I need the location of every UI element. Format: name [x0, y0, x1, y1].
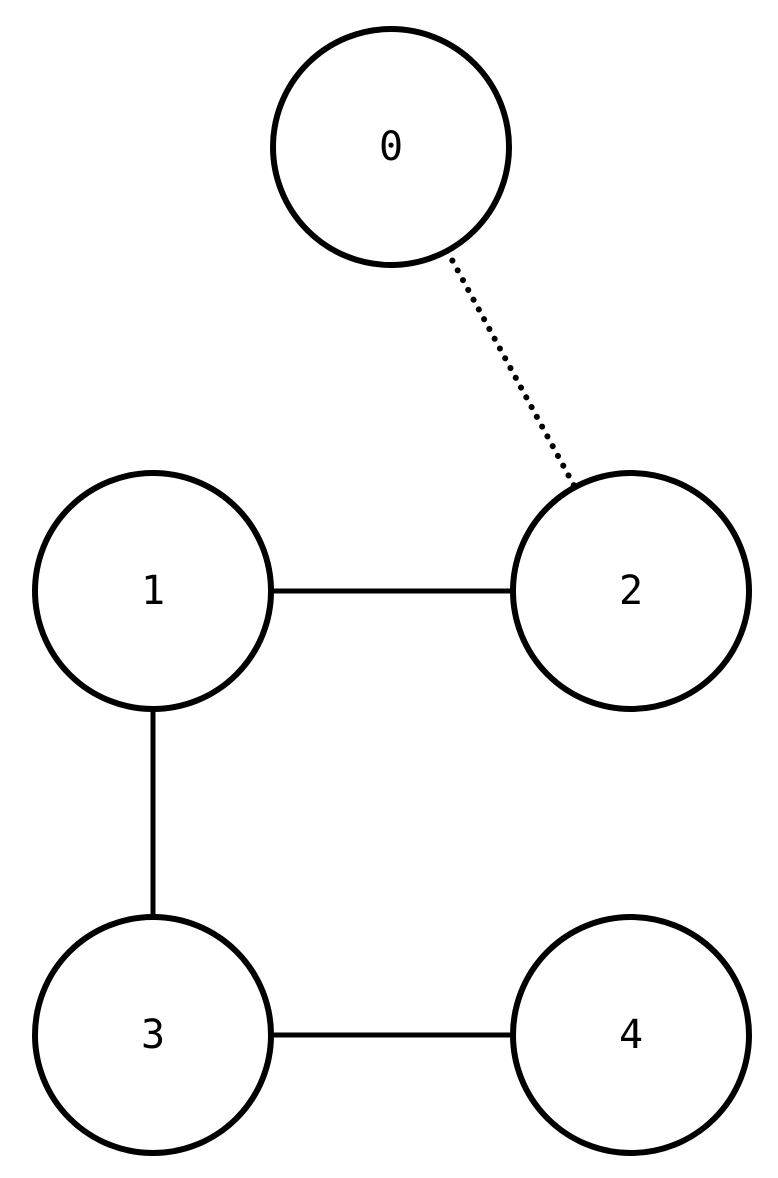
node-circle — [32, 470, 274, 712]
edge-0-2 — [444, 247, 578, 491]
node-label: 0 — [379, 124, 403, 170]
node-3: 3 — [32, 914, 274, 1156]
node-circle — [270, 26, 512, 268]
node-label: 4 — [619, 1012, 643, 1058]
node-2: 2 — [510, 470, 752, 712]
node-circle — [510, 470, 752, 712]
nodes-layer: 0 1 2 3 4 — [32, 26, 752, 1156]
node-label: 2 — [619, 568, 643, 614]
node-1: 1 — [32, 470, 274, 712]
node-label: 1 — [141, 568, 165, 614]
edges-layer — [150, 247, 578, 1038]
node-circle — [510, 914, 752, 1156]
node-0: 0 — [270, 26, 512, 268]
node-circle — [32, 914, 274, 1156]
node-4: 4 — [510, 914, 752, 1156]
node-label: 3 — [141, 1012, 165, 1058]
